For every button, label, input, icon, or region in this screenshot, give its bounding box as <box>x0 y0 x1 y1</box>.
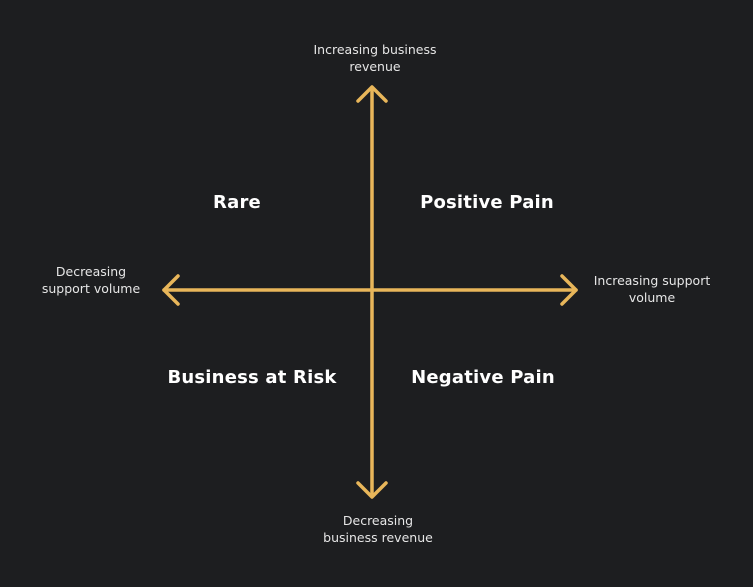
quadrant-bottom-left: Business at Risk <box>167 367 337 388</box>
quadrant-top-right: Positive Pain <box>420 192 554 213</box>
axis-label-bottom: Decreasing business revenue <box>323 513 433 545</box>
quadrant-top-left: Rare <box>213 192 261 213</box>
arrow-down-icon <box>356 481 388 499</box>
arrow-right-icon <box>560 274 578 306</box>
axis-label-right: Increasing support volume <box>593 273 711 305</box>
axis-label-top: Increasing business revenue <box>313 42 437 74</box>
arrow-up-icon <box>356 85 388 103</box>
axis-label-left: Decreasing support volume <box>41 264 141 296</box>
quadrant-bottom-right: Negative Pain <box>411 367 555 388</box>
arrow-left-icon <box>162 274 180 306</box>
